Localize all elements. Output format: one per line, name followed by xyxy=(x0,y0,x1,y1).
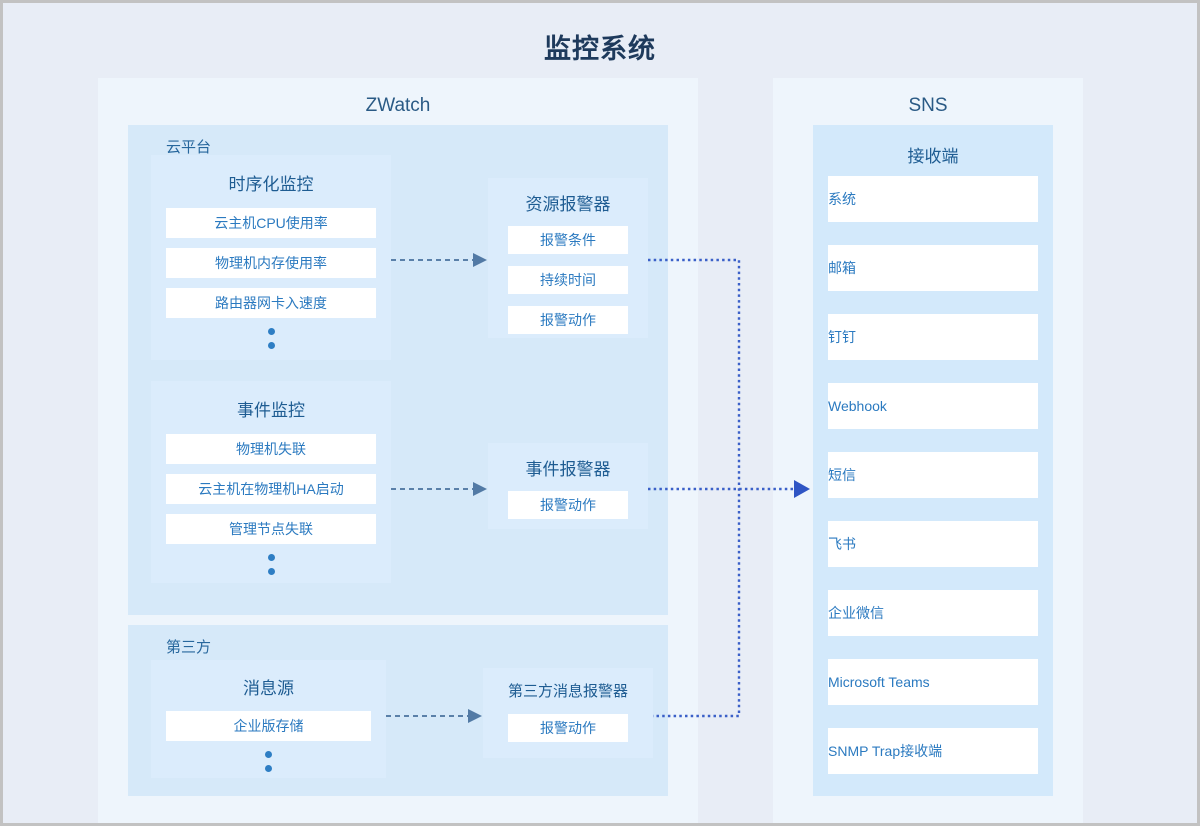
event-monitor-items: 物理机失联云主机在物理机HA启动管理节点失联 xyxy=(151,434,391,544)
message-source-items: 企业版存储 xyxy=(151,711,386,741)
receiver-item: 系统 xyxy=(828,176,1038,222)
monitor-item: 路由器网卡入速度 xyxy=(166,288,376,318)
ellipsis-dots xyxy=(151,751,386,772)
alarm-item: 报警动作 xyxy=(508,306,628,334)
time-series-monitor-box: 时序化监控 云主机CPU使用率物理机内存使用率路由器网卡入速度 xyxy=(151,155,391,360)
event-monitor-title: 事件监控 xyxy=(237,401,305,420)
alarm-item: 报警动作 xyxy=(508,491,628,519)
monitor-item: 云主机在物理机HA启动 xyxy=(166,474,376,504)
receiver-item: Webhook xyxy=(828,383,1038,429)
event-alarm-items: 报警动作 xyxy=(488,491,648,519)
event-monitor-box: 事件监控 物理机失联云主机在物理机HA启动管理节点失联 xyxy=(151,381,391,583)
monitor-item: 物理机内存使用率 xyxy=(166,248,376,278)
receiver-item: 邮箱 xyxy=(828,245,1038,291)
event-alarm-box: 事件报警器 报警动作 xyxy=(488,443,648,529)
time-series-monitor-title: 时序化监控 xyxy=(228,175,314,194)
receiver-item: Microsoft Teams xyxy=(828,659,1038,705)
sns-panel-title: SNS xyxy=(908,95,948,116)
resource-alarm-box: 资源报警器 报警条件持续时间报警动作 xyxy=(488,178,648,338)
alarm-item: 持续时间 xyxy=(508,266,628,294)
resource-alarm-title: 资源报警器 xyxy=(525,195,611,214)
third-party-label: 第三方 xyxy=(166,639,212,656)
message-source-box: 消息源 企业版存储 xyxy=(151,660,386,778)
resource-alarm-items: 报警条件持续时间报警动作 xyxy=(488,226,648,334)
receiver-item: 飞书 xyxy=(828,521,1038,567)
message-source-title: 消息源 xyxy=(243,679,294,698)
receiver-panel: 接收端 系统邮箱钉钉 Webhook 短信飞书企业微信 Microsoft Teams… xyxy=(813,125,1053,796)
monitor-item: 云主机CPU使用率 xyxy=(166,208,376,238)
source-item: 企业版存储 xyxy=(166,711,371,741)
ellipsis-dots xyxy=(151,328,391,349)
monitor-item: 物理机失联 xyxy=(166,434,376,464)
receiver-title: 接收端 xyxy=(907,147,959,166)
receiver-item: 企业微信 xyxy=(828,590,1038,636)
alarm-item: 报警动作 xyxy=(508,714,628,742)
cloud-platform-label: 云平台 xyxy=(166,139,212,156)
time-series-monitor-items: 云主机CPU使用率物理机内存使用率路由器网卡入速度 xyxy=(151,208,391,318)
receiver-item: SNMP Trap接收端 xyxy=(828,728,1038,774)
receiver-item: 钉钉 xyxy=(828,314,1038,360)
third-party-alarm-title: 第三方消息报警器 xyxy=(507,683,628,700)
monitor-item: 管理节点失联 xyxy=(166,514,376,544)
ellipsis-dots xyxy=(151,554,391,575)
third-party-alarm-box: 第三方消息报警器 报警动作 xyxy=(483,668,653,758)
page-title: 监控系统 xyxy=(544,34,656,64)
alarm-item: 报警条件 xyxy=(508,226,628,254)
zwatch-panel-title: ZWatch xyxy=(365,95,431,116)
receiver-item: 短信 xyxy=(828,452,1038,498)
event-alarm-title: 事件报警器 xyxy=(525,460,611,479)
third-party-alarm-items: 报警动作 xyxy=(483,714,653,742)
